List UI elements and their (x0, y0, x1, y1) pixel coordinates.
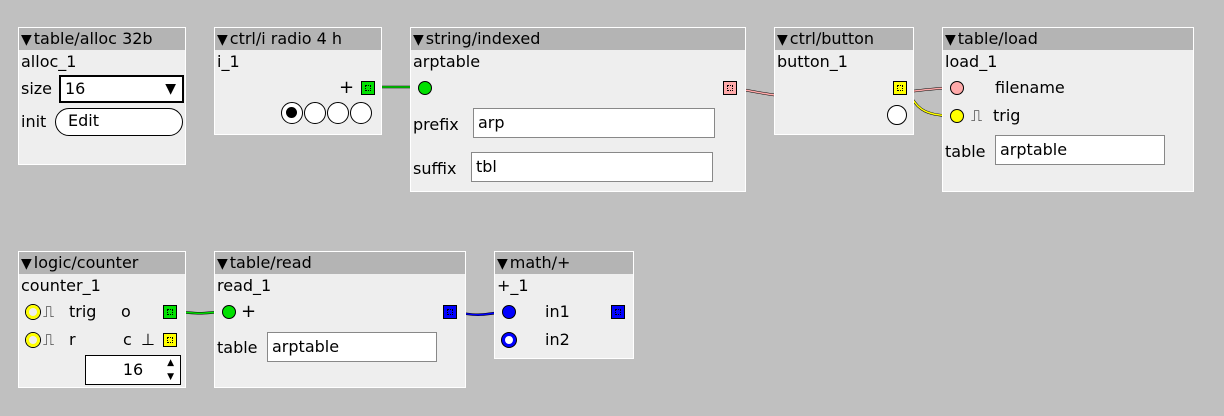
r-label: r (69, 330, 76, 349)
edit-button[interactable]: Edit (55, 108, 183, 136)
object-header[interactable]: ▼table/load (943, 28, 1193, 50)
carry-outlet[interactable] (163, 333, 177, 347)
collapse-triangle-icon[interactable]: ▼ (945, 32, 956, 48)
object-table-alloc[interactable]: ▼table/alloc 32b alloc_1 size 16 ▼ init … (18, 27, 186, 165)
instance-name[interactable]: +_1 (497, 276, 529, 295)
prefix-input[interactable]: arp (473, 108, 715, 138)
trig-label: trig (69, 302, 97, 321)
in2-label: in2 (545, 330, 570, 349)
plus-icon: + (339, 77, 355, 98)
radio-option-2[interactable] (304, 102, 326, 124)
object-header[interactable]: ▼table/read (215, 252, 465, 274)
c-label: c (123, 330, 132, 349)
collapse-triangle-icon[interactable]: ▼ (497, 256, 508, 272)
object-type-label: table/alloc 32b (33, 29, 153, 48)
object-header[interactable]: ▼math/+ (495, 252, 633, 274)
object-type-label: logic/counter (33, 253, 139, 272)
object-type-label: ctrl/i radio 4 h (229, 29, 343, 48)
size-label: size (21, 79, 53, 98)
object-type-label: math/+ (509, 253, 571, 272)
object-header[interactable]: ▼logic/counter (19, 252, 185, 274)
size-value: 16 (65, 79, 86, 98)
button-outlet[interactable] (893, 81, 907, 95)
radio-option-4[interactable] (350, 102, 372, 124)
count-outlet[interactable] (163, 305, 177, 319)
string-outlet[interactable] (723, 81, 737, 95)
collapse-triangle-icon[interactable]: ▼ (217, 256, 228, 272)
o-label: o (121, 302, 131, 321)
value-outlet[interactable] (443, 305, 457, 319)
table-label: table (945, 142, 986, 161)
collapse-triangle-icon[interactable]: ▼ (21, 32, 32, 48)
sum-outlet[interactable] (611, 305, 625, 319)
suffix-input[interactable]: tbl (471, 152, 713, 182)
object-math-plus[interactable]: ▼math/+ +_1 in1 in2 (494, 251, 634, 359)
collapse-triangle-icon[interactable]: ▼ (413, 32, 424, 48)
init-label: init (21, 112, 47, 131)
table-name-input[interactable]: arptable (267, 332, 437, 362)
instance-name[interactable]: arptable (413, 52, 481, 71)
in1-inlet[interactable] (502, 305, 516, 319)
object-type-label: string/indexed (425, 29, 541, 48)
collapse-triangle-icon[interactable]: ▼ (21, 256, 32, 272)
instance-name[interactable]: i_1 (217, 52, 240, 71)
object-string-indexed[interactable]: ▼string/indexed arptable prefix arp suff… (410, 27, 746, 192)
object-button[interactable]: ▼ctrl/button button_1 (774, 27, 914, 135)
suffix-label: suffix (413, 159, 457, 178)
object-counter[interactable]: ▼logic/counter counter_1 ⎍ trig o ⎍ r c … (18, 251, 186, 388)
radio-outlet[interactable] (361, 81, 375, 95)
object-table-read[interactable]: ▼table/read read_1 + table arptable (214, 251, 466, 388)
object-header[interactable]: ▼table/alloc 32b (19, 28, 185, 50)
filename-inlet[interactable] (950, 81, 964, 95)
object-type-label: table/read (229, 253, 312, 272)
trigger-edge-icon: ⎍ (43, 302, 55, 321)
object-header[interactable]: ▼ctrl/i radio 4 h (215, 28, 381, 50)
plus-icon: + (241, 301, 257, 322)
object-type-label: table/load (957, 29, 1038, 48)
instance-name[interactable]: button_1 (777, 52, 848, 71)
instance-name[interactable]: alloc_1 (21, 52, 77, 71)
prefix-label: prefix (413, 115, 459, 134)
collapse-triangle-icon[interactable]: ▼ (777, 32, 788, 48)
instance-name[interactable]: counter_1 (21, 276, 101, 295)
trigger-edge-icon: ⎍ (971, 106, 983, 125)
count-spinner[interactable]: 16 ▲ ▼ (85, 355, 181, 385)
instance-name[interactable]: read_1 (217, 276, 272, 295)
filename-label: filename (995, 78, 1065, 97)
trig-inlet[interactable] (26, 305, 40, 319)
object-type-label: ctrl/button (789, 29, 875, 48)
in2-inlet[interactable] (502, 333, 516, 347)
radio-option-3[interactable] (327, 102, 349, 124)
spin-down-icon[interactable]: ▼ (167, 372, 174, 382)
object-header[interactable]: ▼ctrl/button (775, 28, 913, 50)
count-value: 16 (122, 360, 144, 379)
in1-label: in1 (545, 302, 570, 321)
object-table-load[interactable]: ▼table/load load_1 filename ⎍ trig table… (942, 27, 1194, 192)
trig-inlet[interactable] (950, 109, 964, 123)
chevron-down-icon: ▼ (165, 81, 176, 97)
table-label: table (217, 338, 258, 357)
object-radio[interactable]: ▼ctrl/i radio 4 h i_1 + (214, 27, 382, 135)
radio-option-1[interactable] (281, 102, 303, 124)
instance-name[interactable]: load_1 (945, 52, 998, 71)
carry-pulse-icon: ⊥ (141, 330, 155, 349)
size-select[interactable]: 16 ▼ (59, 75, 184, 103)
object-header[interactable]: ▼string/indexed (411, 28, 745, 50)
address-inlet[interactable] (222, 305, 236, 319)
index-inlet[interactable] (418, 81, 432, 95)
push-button[interactable] (887, 105, 907, 125)
reset-inlet[interactable] (26, 333, 40, 347)
trig-label: trig (993, 106, 1021, 125)
table-name-input[interactable]: arptable (995, 135, 1165, 165)
collapse-triangle-icon[interactable]: ▼ (217, 32, 228, 48)
spin-up-icon[interactable]: ▲ (167, 358, 174, 368)
reset-edge-icon: ⎍ (43, 330, 55, 349)
